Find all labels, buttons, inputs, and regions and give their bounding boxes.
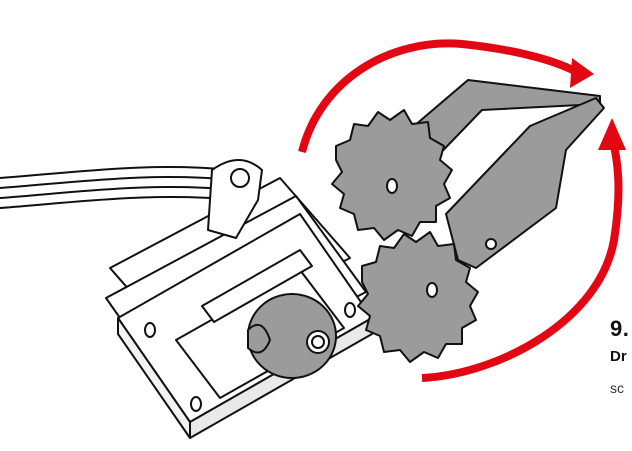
step-number: 9. bbox=[610, 316, 629, 342]
servo-motor-icon bbox=[106, 160, 372, 438]
step-title: Dr bbox=[610, 348, 627, 365]
step-description: sc bbox=[610, 380, 624, 396]
servo-wires bbox=[0, 167, 238, 208]
